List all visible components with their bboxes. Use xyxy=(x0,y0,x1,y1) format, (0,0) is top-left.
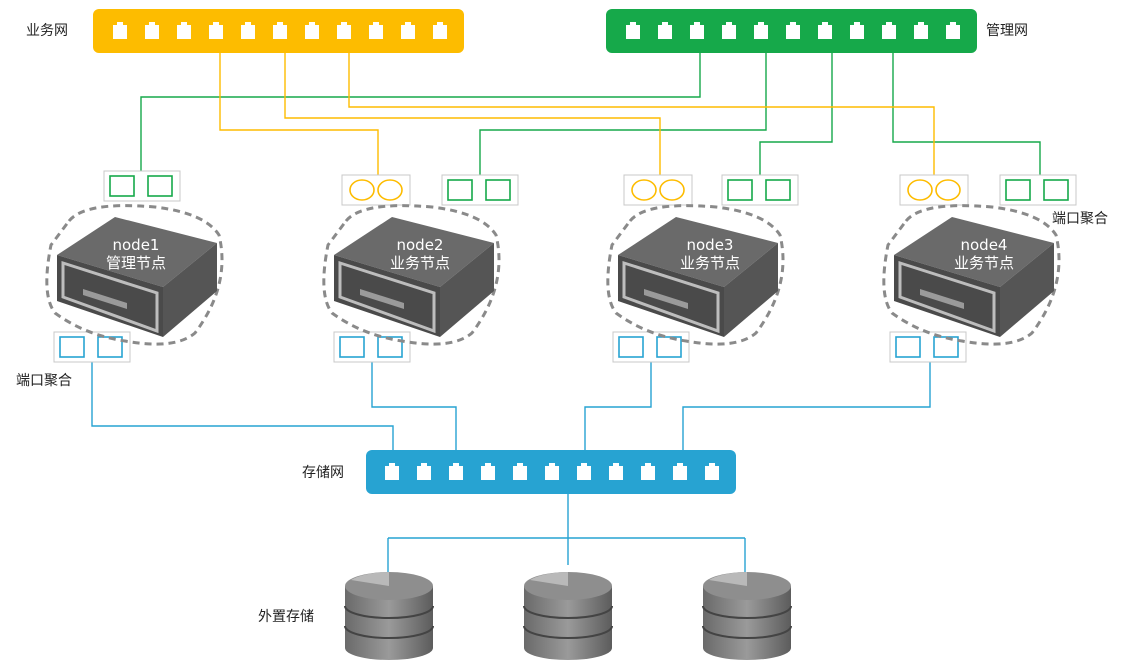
node1-role: 管理节点 xyxy=(105,254,166,272)
node4-storage-nic xyxy=(889,331,967,363)
node1-label: node1 管理节点 xyxy=(86,236,186,272)
external-storage-label: 外置存储 xyxy=(258,609,314,625)
node3-name: node3 xyxy=(686,236,734,254)
node2-name: node2 xyxy=(396,236,444,254)
node3-server-icon xyxy=(606,204,785,346)
mgmt-link-node1 xyxy=(140,52,701,172)
storage-disk-icon-1 xyxy=(344,572,434,660)
node3-business-nic xyxy=(623,174,693,206)
node4-role: 业务节点 xyxy=(953,254,1014,272)
stor-link-node1 xyxy=(91,362,394,452)
node2-label: node2 业务节点 xyxy=(370,236,470,272)
storage-disk-icon-3 xyxy=(702,572,792,660)
node3-mgmt-nic xyxy=(721,174,799,206)
stor-link-node3 xyxy=(584,362,652,452)
mgmt-link-node4 xyxy=(892,52,1041,176)
node1-mgmt-nic xyxy=(103,170,181,202)
node2-storage-nic xyxy=(333,331,411,363)
node3-storage-nic xyxy=(612,331,690,363)
node2-business-nic xyxy=(341,174,411,206)
stor-link-node4 xyxy=(682,362,931,452)
storage-links xyxy=(91,362,931,576)
business-switch xyxy=(93,9,464,53)
management-links xyxy=(140,52,1041,176)
storage-network-label: 存储网 xyxy=(302,465,344,481)
node4-server-icon xyxy=(882,204,1061,346)
stor-link-node2 xyxy=(371,362,457,452)
biz-link-node4 xyxy=(348,52,935,176)
mgmt-link-node2 xyxy=(479,52,767,176)
biz-link-node2 xyxy=(219,52,379,176)
node4-mgmt-nic xyxy=(999,174,1077,206)
node1-server-icon xyxy=(45,204,224,346)
management-network-label: 管理网 xyxy=(986,23,1028,39)
node2-server-icon xyxy=(322,204,501,346)
mgmt-link-node3 xyxy=(759,52,833,176)
node2-mgmt-nic xyxy=(441,174,519,206)
biz-link-node3 xyxy=(284,52,661,176)
node4-name: node4 xyxy=(960,236,1008,254)
node3-label: node3 业务节点 xyxy=(660,236,760,272)
node1-storage-nic xyxy=(53,331,131,363)
node4-business-nic xyxy=(899,174,969,206)
node1-name: node1 xyxy=(112,236,160,254)
storage-disk-icon-2 xyxy=(523,572,613,660)
business-links xyxy=(219,52,935,176)
port-aggregation-label-right: 端口聚合 xyxy=(1052,211,1108,227)
management-switch xyxy=(606,9,977,53)
node3-role: 业务节点 xyxy=(679,254,740,272)
storage-switch xyxy=(366,450,736,494)
node4-label: node4 业务节点 xyxy=(934,236,1034,272)
port-aggregation-label-left: 端口聚合 xyxy=(16,373,72,389)
business-network-label: 业务网 xyxy=(26,23,68,39)
node2-role: 业务节点 xyxy=(389,254,450,272)
